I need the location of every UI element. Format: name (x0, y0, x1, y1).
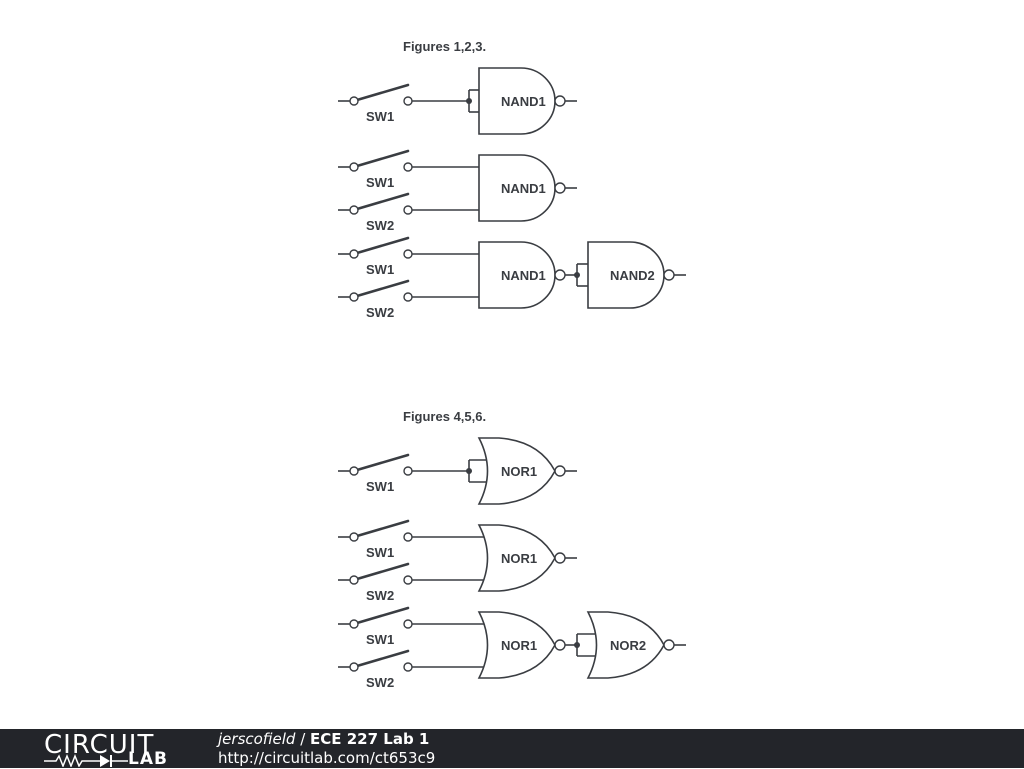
switch: SW1 (338, 519, 413, 560)
author-link[interactable]: jerscofield (218, 730, 296, 748)
circuitlab-logo-text[interactable]: CIRCUIT (44, 730, 155, 760)
figure-title: Figures 4,5,6. (403, 409, 486, 424)
gate-label: NOR1 (501, 551, 537, 566)
switch-terminal (403, 96, 413, 106)
switch-terminal (349, 96, 359, 106)
circuitlab-logo-subtext: LAB (128, 749, 168, 769)
switch-label: SW2 (366, 675, 394, 690)
switch-blade (355, 236, 410, 255)
switch: SW1 (338, 236, 413, 277)
nor-gate: NOR1 (477, 524, 577, 592)
resistor-diode-icon (44, 753, 128, 767)
gate-label: NAND1 (501, 181, 546, 196)
switch-terminal (349, 532, 359, 542)
gate-body (477, 611, 556, 679)
switch-label: SW1 (366, 109, 394, 124)
inverter-bubble (554, 182, 566, 194)
switch-blade (355, 519, 410, 538)
inverter-bubble (554, 269, 566, 281)
switch-terminal (403, 662, 413, 672)
switch-terminal (403, 619, 413, 629)
inverter-bubble (554, 465, 566, 477)
switch: SW1 (338, 149, 413, 190)
switch-terminal (403, 575, 413, 585)
switch-label: SW2 (366, 588, 394, 603)
switch-terminal (403, 249, 413, 259)
figure-title: Figures 1,2,3. (403, 39, 486, 54)
gate-label: NOR2 (610, 638, 646, 653)
inverter-bubble (663, 639, 675, 651)
switch-blade (355, 649, 410, 668)
gate-body (477, 524, 556, 592)
switch-terminal (403, 162, 413, 172)
switch-label: SW1 (366, 262, 394, 277)
switch: SW1 (338, 606, 413, 647)
switch-terminal (349, 662, 359, 672)
switch-label: SW2 (366, 305, 394, 320)
circuit-url[interactable]: http://circuitlab.com/ct653c9 (218, 749, 436, 767)
gate-label: NOR1 (501, 464, 537, 479)
inverter-bubble (554, 639, 566, 651)
switch-terminal (403, 205, 413, 215)
switch-blade (355, 149, 410, 168)
nand-gate: NAND1 (478, 67, 577, 135)
nor-gate: NOR2 (586, 611, 686, 679)
footer-bar: CIRCUIT LAB jerscofield / ECE 227 Lab 1 … (0, 729, 1024, 769)
gate-label: NAND2 (610, 268, 655, 283)
nand-gate: NAND2 (587, 241, 686, 309)
nor-gate: NOR1 (477, 611, 577, 679)
gate-label: NAND1 (501, 268, 546, 283)
switch-terminal (349, 249, 359, 259)
switch-blade (355, 192, 410, 211)
switch-terminal (349, 466, 359, 476)
switch-terminal (349, 205, 359, 215)
switch-label: SW1 (366, 545, 394, 560)
gate-label: NAND1 (501, 94, 546, 109)
switch-blade (355, 453, 410, 472)
inverter-bubble (554, 552, 566, 564)
schematic-diagram: Figures 1,2,3.SW1NAND1SW1SW2NAND1SW1SW2N… (338, 39, 686, 690)
nor-gate: NOR1 (477, 437, 577, 505)
switch-terminal (403, 292, 413, 302)
switch-blade (355, 279, 410, 298)
switch-blade (355, 606, 410, 625)
switch-label: SW2 (366, 218, 394, 233)
switch: SW2 (338, 279, 413, 320)
inverter-bubble (663, 269, 675, 281)
switch: SW2 (338, 649, 413, 690)
switch: SW1 (338, 453, 413, 494)
switch-label: SW1 (366, 175, 394, 190)
switch: SW2 (338, 562, 413, 603)
switch: SW2 (338, 192, 413, 233)
switch-blade (355, 562, 410, 581)
switch-terminal (349, 619, 359, 629)
switch-terminal (349, 292, 359, 302)
author-project-line: jerscofield / ECE 227 Lab 1 (218, 730, 429, 748)
switch-terminal (349, 162, 359, 172)
separator: / (295, 730, 311, 748)
switch-label: SW1 (366, 632, 394, 647)
nand-gate: NAND1 (478, 241, 577, 309)
switch-terminal (349, 575, 359, 585)
project-title[interactable]: ECE 227 Lab 1 (310, 730, 430, 748)
inverter-bubble (554, 95, 566, 107)
gate-body (477, 437, 556, 505)
gate-body (586, 611, 665, 679)
switch: SW1 (338, 83, 413, 124)
nand-gate: NAND1 (478, 154, 577, 222)
switch-blade (355, 83, 410, 102)
gate-label: NOR1 (501, 638, 537, 653)
switch-terminal (403, 466, 413, 476)
switch-label: SW1 (366, 479, 394, 494)
switch-terminal (403, 532, 413, 542)
